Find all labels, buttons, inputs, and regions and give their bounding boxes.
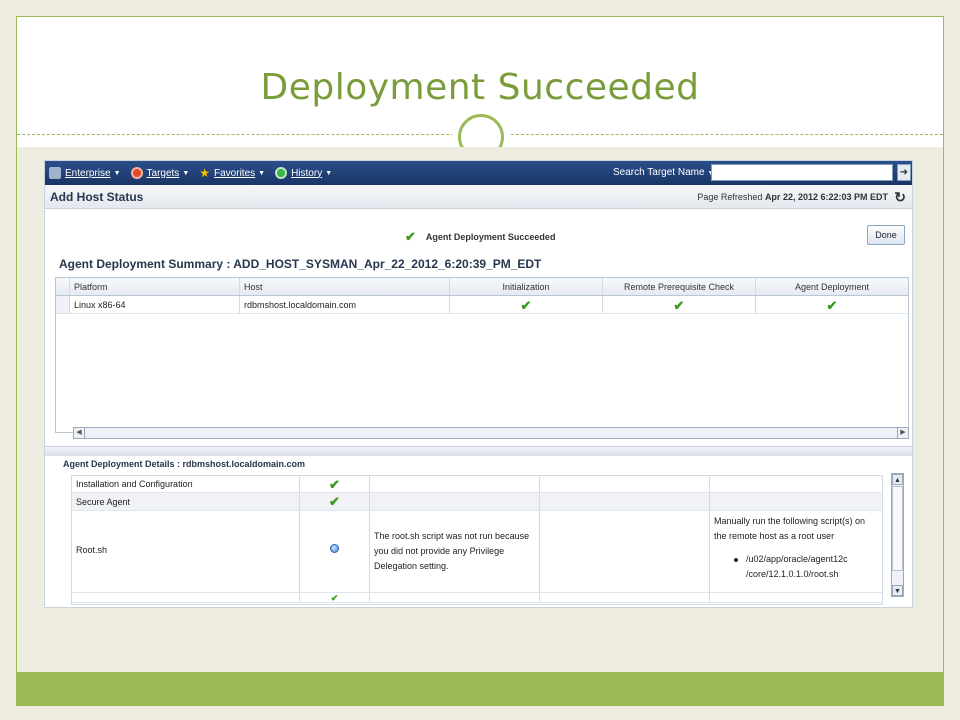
panel-splitter[interactable] [45,446,912,456]
cell-cause [540,511,710,592]
column-header-initialization[interactable]: Initialization [450,278,603,295]
cell-cause [540,476,710,492]
table-row[interactable]: Linux x86-64 rdbmshost.localdomain.com ✔… [56,296,908,314]
column-header-prereq[interactable]: Remote Prerequisite Check [603,278,756,295]
summary-table: Platform Host Initialization Remote Prer… [55,277,909,433]
action-list-item: /u02/app/oracle/agent12c /core/12.1.0.1.… [714,552,878,582]
check-icon: ✔ [329,494,340,509]
search-go-button[interactable]: ➜ [897,164,911,181]
cell-step: Installation and Configuration [72,476,300,492]
nav-targets[interactable]: Targets ▼ [130,167,190,179]
action-text: Manually run the following script(s) on … [714,516,866,541]
refresh-icon[interactable]: ↻ [894,189,906,205]
check-icon: ✔ [520,298,532,313]
cell-message [370,493,540,510]
cell-message [370,593,540,602]
column-header-deployment[interactable]: Agent Deployment [794,282,870,292]
scroll-left-icon[interactable]: ◀ [74,428,85,438]
table-row[interactable]: Installation and Configuration ✔ [72,476,882,493]
refreshed-label: Page Refreshed [697,192,763,202]
scroll-up-icon[interactable]: ▲ [892,474,903,485]
nav-history[interactable]: History ▼ [275,167,332,179]
table-row-partial: ✔ [72,593,882,603]
vertical-scrollbar[interactable]: ▲ ▼ [891,473,904,597]
cell-step [72,593,300,602]
cell-message: The root.sh script was not run because y… [370,511,540,592]
chevron-down-icon: ▼ [113,169,121,177]
cell-action [710,476,882,492]
slide-title: Deployment Succeeded [260,67,700,108]
pending-status-icon [330,544,339,553]
nav-favorites[interactable]: ★ Favorites ▼ [199,166,265,180]
scrollbar-thumb[interactable] [892,486,903,571]
chevron-down-icon: ▼ [182,169,190,177]
chevron-down-icon: ▼ [707,170,714,177]
table-row[interactable]: Secure Agent ✔ [72,493,882,511]
global-nav: Enterprise ▼ Targets ▼ ★ Favorites ▼ His… [45,161,912,185]
cell-status: ✔ [300,493,370,510]
history-icon [275,167,288,179]
enterprise-icon [49,167,61,179]
targets-icon [130,167,143,179]
scroll-down-icon[interactable]: ▼ [892,585,903,596]
row-selector[interactable] [56,296,70,313]
deployment-status-message: ✔ Agent Deployment Succeeded [405,229,555,245]
cell-cause [540,593,710,602]
search-target-label: Search Target Name [613,167,705,178]
nav-history-label: History [291,167,323,179]
page-refreshed: Page Refreshed Apr 22, 2012 6:22:03 PM E… [697,192,888,202]
star-icon: ★ [199,166,211,180]
scroll-right-icon[interactable]: ▶ [897,428,908,438]
em-console-screenshot: Enterprise ▼ Targets ▼ ★ Favorites ▼ His… [44,160,913,608]
check-icon: ✔ [330,593,339,602]
cell-deployment: ✔ [756,296,908,313]
nav-favorites-label: Favorites [214,167,256,179]
page-header: Add Host Status Page Refreshed Apr 22, 2… [45,185,912,209]
cell-host: rdbmshost.localdomain.com [240,296,450,313]
cell-cause [540,493,710,510]
cell-step: Root.sh [72,511,300,592]
check-icon: ✔ [329,477,340,492]
check-icon: ✔ [673,298,685,313]
nav-enterprise-label: Enterprise [65,167,111,179]
details-table: Installation and Configuration ✔ Secure … [71,475,883,605]
horizontal-scrollbar[interactable]: ◀ ▶ [73,427,909,439]
footer-bar [17,672,943,705]
chevron-down-icon: ▼ [258,169,266,177]
row-selector-header [56,278,70,295]
nav-enterprise[interactable]: Enterprise ▼ [49,167,121,179]
cell-status [300,511,370,592]
cell-prereq: ✔ [603,296,756,313]
status-text: Agent Deployment Succeeded [425,232,556,242]
search-input[interactable] [711,164,893,181]
cell-action: Manually run the following script(s) on … [710,511,882,592]
cell-step: Secure Agent [72,493,300,510]
chevron-down-icon: ▼ [325,169,333,177]
cell-action [710,593,882,602]
search-target-dropdown[interactable]: Search Target Name ▼ [613,167,714,178]
summary-table-header: Platform Host Initialization Remote Prer… [56,278,908,296]
nav-targets-label: Targets [146,167,180,179]
cell-action [710,493,882,510]
column-header-platform[interactable]: Platform [70,278,240,295]
action-script-path: /u02/app/oracle/agent12c /core/12.1.0.1.… [746,554,848,579]
refreshed-timestamp: Apr 22, 2012 6:22:03 PM EDT [764,192,888,202]
summary-title: Agent Deployment Summary : ADD_HOST_SYSM… [59,257,542,271]
check-icon: ✔ [405,229,416,244]
column-header-host[interactable]: Host [240,278,450,295]
cell-initialization: ✔ [450,296,603,313]
bullet-icon [734,558,738,562]
details-title: Agent Deployment Details : rdbmshost.loc… [63,459,306,469]
check-icon: ✔ [826,298,838,313]
cell-platform: Linux x86-64 [70,296,240,313]
done-button[interactable]: Done [867,225,905,245]
cell-status: ✔ [300,476,370,492]
cell-status: ✔ [300,593,370,602]
cell-message [370,476,540,492]
table-row[interactable]: Root.sh The root.sh script was not run b… [72,511,882,593]
page-title: Add Host Status [50,190,144,204]
